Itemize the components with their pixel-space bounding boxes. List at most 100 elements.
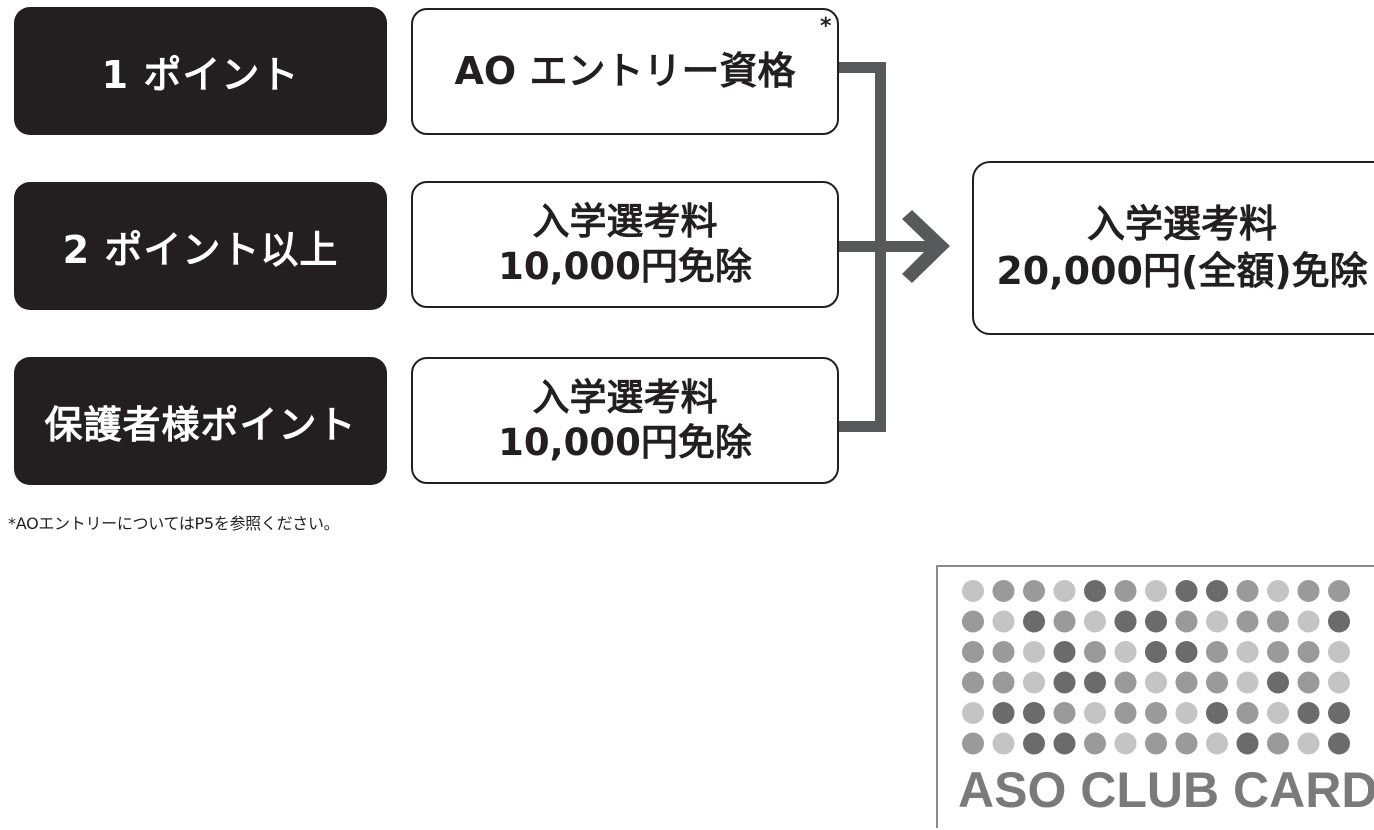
card-dot bbox=[1267, 580, 1289, 602]
points-box-3: 保護者様ポイント bbox=[14, 357, 387, 485]
benefit-box-2: 入学選考料 10,000円免除 bbox=[411, 181, 839, 308]
card-dot bbox=[1023, 610, 1045, 633]
card-dot bbox=[1267, 641, 1289, 663]
card-dot bbox=[1114, 580, 1137, 602]
card-dot bbox=[962, 732, 984, 755]
bracket-top bbox=[839, 62, 886, 73]
card-dot bbox=[1084, 641, 1106, 663]
card-dot bbox=[1267, 610, 1289, 633]
card-dot bbox=[992, 610, 1015, 633]
card-dot bbox=[1267, 671, 1289, 694]
card-dot bbox=[992, 702, 1015, 724]
card-dot-grid bbox=[962, 580, 1350, 755]
card-dot bbox=[1145, 610, 1167, 633]
card-dot bbox=[1145, 671, 1167, 694]
card-dot bbox=[1114, 732, 1137, 755]
card-dot bbox=[1297, 610, 1320, 633]
card-dot bbox=[962, 580, 984, 602]
card-dot bbox=[962, 610, 984, 633]
points-box-1: 1 ポイント bbox=[14, 7, 387, 135]
card-dot bbox=[1053, 702, 1076, 724]
card-dot bbox=[1053, 610, 1076, 633]
points-label: 1 ポイント bbox=[101, 52, 300, 97]
card-title: ASO CLUB CARD bbox=[958, 762, 1374, 818]
card-dot bbox=[1297, 732, 1320, 755]
card-dot bbox=[1114, 641, 1137, 663]
result-box: 入学選考料 20,000円(全額)免除 bbox=[972, 161, 1374, 335]
card-dot bbox=[1145, 641, 1167, 663]
benefit-line: 入学選考料 bbox=[532, 376, 718, 420]
benefit-line: AO エントリー資格 bbox=[454, 48, 796, 93]
card-dot bbox=[1145, 702, 1167, 724]
card-dot bbox=[1084, 671, 1106, 694]
card-dot bbox=[1328, 732, 1350, 755]
card-dot bbox=[1236, 671, 1259, 694]
card-dot bbox=[1084, 580, 1106, 602]
card-dot bbox=[1023, 671, 1045, 694]
card-dot bbox=[1084, 732, 1106, 755]
card-dot bbox=[962, 702, 984, 724]
arrow-head bbox=[902, 210, 950, 283]
card-dot bbox=[1053, 641, 1076, 663]
card-dot bbox=[1023, 702, 1045, 724]
card-dot bbox=[1053, 732, 1076, 755]
card-dot bbox=[1175, 641, 1198, 663]
card-dot bbox=[962, 641, 984, 663]
card-dot bbox=[1328, 671, 1350, 694]
benefit-box-3: 入学選考料 10,000円免除 bbox=[411, 357, 839, 484]
card-dot bbox=[1206, 641, 1228, 663]
card-dot bbox=[1297, 671, 1320, 694]
card-dot bbox=[1175, 580, 1198, 602]
card-dot bbox=[1145, 580, 1167, 602]
benefit-line: 10,000円免除 bbox=[498, 420, 752, 464]
result-line: 入学選考料 bbox=[1086, 201, 1277, 246]
card-dot bbox=[1267, 732, 1289, 755]
card-dot bbox=[992, 641, 1015, 663]
card-dot bbox=[1175, 732, 1198, 755]
card-dot bbox=[1114, 610, 1137, 633]
card-dot bbox=[1206, 580, 1228, 602]
card-dot bbox=[1175, 702, 1198, 724]
bracket-bottom bbox=[839, 421, 886, 432]
card-dot bbox=[1053, 671, 1076, 694]
card-dot bbox=[992, 580, 1015, 602]
footnote-text: *AOエントリーについてはP5を参照ください。 bbox=[8, 514, 340, 533]
card-dot bbox=[1114, 671, 1137, 694]
footnote-mark: * bbox=[820, 14, 832, 39]
card-dot bbox=[1206, 732, 1228, 755]
points-box-2: 2 ポイント以上 bbox=[14, 182, 387, 310]
card-dot bbox=[1023, 580, 1045, 602]
aso-club-card: ASO CLUB CARD bbox=[936, 565, 1374, 828]
card-dot bbox=[1175, 671, 1198, 694]
card-dot bbox=[1236, 732, 1259, 755]
card-dot bbox=[1053, 580, 1076, 602]
card-dot bbox=[1023, 641, 1045, 663]
card-dot bbox=[1297, 580, 1320, 602]
card-dot bbox=[1297, 702, 1320, 724]
card-dot bbox=[1145, 732, 1167, 755]
card-dot bbox=[1328, 580, 1350, 602]
card-dot bbox=[1206, 610, 1228, 633]
card-dot bbox=[1328, 610, 1350, 633]
points-label: 保護者様ポイント bbox=[44, 402, 357, 447]
card-dot bbox=[1023, 732, 1045, 755]
card-dot bbox=[1297, 641, 1320, 663]
card-dot bbox=[1084, 610, 1106, 633]
card-dot bbox=[1084, 702, 1106, 724]
benefit-box-1: AO エントリー資格 bbox=[411, 8, 839, 135]
card-dot bbox=[1175, 610, 1198, 633]
card-dot bbox=[992, 732, 1015, 755]
card-dot bbox=[1236, 610, 1259, 633]
card-dot bbox=[1206, 702, 1228, 724]
arrow-shaft bbox=[839, 241, 939, 252]
card-dot bbox=[1267, 702, 1289, 724]
benefit-line: 入学選考料 bbox=[532, 200, 718, 244]
card-dot bbox=[992, 671, 1015, 694]
card-dot bbox=[1236, 702, 1259, 724]
benefit-line: 10,000円免除 bbox=[498, 244, 752, 288]
card-dot bbox=[1114, 702, 1137, 724]
card-dot bbox=[1328, 641, 1350, 663]
card-dot bbox=[962, 671, 984, 694]
result-line: 20,000円(全額)免除 bbox=[996, 249, 1368, 293]
